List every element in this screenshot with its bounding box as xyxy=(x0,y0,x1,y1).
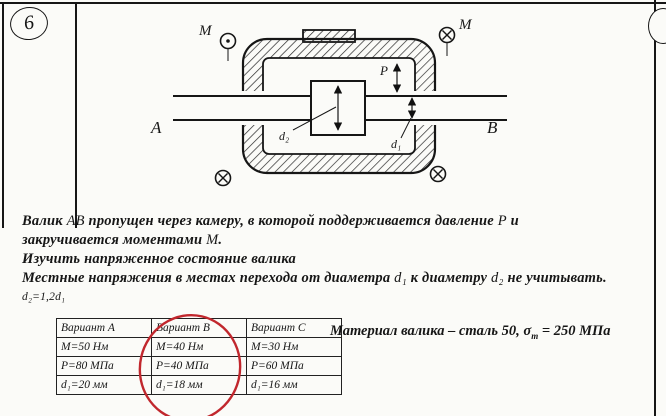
text-run: Валик xyxy=(22,213,67,229)
adjacent-sheet-arc xyxy=(648,8,666,44)
table-header-cell: Вариант А xyxy=(56,318,152,338)
table-cell: Р=60 МПа xyxy=(246,356,342,376)
table-cell: d₁=20 мм xyxy=(56,375,152,395)
table-cell: М=40 Нм xyxy=(151,337,247,357)
variants-table: Вариант А Вариант В Вариант С М=50 Нм М=… xyxy=(56,318,342,395)
column-divider-line xyxy=(75,2,77,228)
label-diameter-d1: d₁ xyxy=(391,137,401,151)
diagram-labels: А В М М Р d₂ d₁ xyxy=(150,17,498,151)
text-run: Материал валика – сталь 50, xyxy=(330,323,524,339)
table-cell: Р=80 МПа xyxy=(56,356,152,376)
problem-text-line-1: Валик АВ пропущен через камеру, в которо… xyxy=(22,213,662,230)
text-run: пропущен через камеру, в которой поддерж… xyxy=(84,213,498,229)
table-cell: Р=40 МПа xyxy=(151,356,247,376)
table-header-row: Вариант А Вариант В Вариант С xyxy=(56,318,342,338)
problem-text-line-2: закручивается моментами М. xyxy=(22,232,662,249)
moment-into-plane-icon xyxy=(214,169,232,187)
math-run: d₂ xyxy=(490,270,504,286)
sheet-number: 6 xyxy=(22,11,36,35)
shaft-chamber-diagram: А В М М Р d₂ d₁ xyxy=(150,17,507,187)
table-cell: d₁=18 мм xyxy=(151,375,247,395)
text-run: к диаметру xyxy=(406,270,491,286)
table-row: d₁=20 мм d₁=18 мм d₁=16 мм xyxy=(56,375,342,395)
table-header-cell: Вариант С xyxy=(246,318,342,338)
label-pressure: Р xyxy=(379,63,388,78)
math-run: М xyxy=(206,232,219,248)
text-run: и xyxy=(506,213,519,229)
label-moment-right: М xyxy=(458,17,473,33)
math-run: АВ xyxy=(66,213,85,229)
problem-text-line-3: Изучить напряженное состояние валика xyxy=(22,251,662,268)
moment-out-of-plane-icon xyxy=(219,32,237,61)
text-run: Изучить напряженное состояние валика xyxy=(22,251,296,267)
label-shaft-end-b: В xyxy=(487,118,498,137)
text-run: Местные напряжения в местах перехода от … xyxy=(22,270,395,286)
label-diameter-d2: d₂ xyxy=(279,129,289,143)
math-run: d₁ xyxy=(394,270,407,286)
sigma-symbol: σ xyxy=(523,323,532,339)
right-border-line xyxy=(654,0,656,416)
text-run: = 250 МПа xyxy=(538,323,611,339)
label-shaft-end-a: А xyxy=(150,118,162,137)
table-cell: М=30 Нм xyxy=(246,337,342,357)
table-header-cell: Вариант В xyxy=(151,318,247,338)
math-run: Р xyxy=(497,213,507,229)
sigma-subscript: т xyxy=(531,330,539,341)
left-border-line xyxy=(2,2,4,228)
label-moment-left: М xyxy=(198,23,213,39)
material-note: Материал валика – сталь 50, σт = 250 МПа xyxy=(330,323,611,341)
moment-into-plane-icon xyxy=(429,165,447,183)
problem-text-line-4: Местные напряжения в местах перехода от … xyxy=(22,270,662,287)
text-run: закручивается моментами xyxy=(22,232,207,248)
table-cell: d₁=16 мм xyxy=(246,375,342,395)
dimension-arrows xyxy=(292,63,417,139)
moment-into-plane-icon xyxy=(438,26,456,56)
text-run: . xyxy=(218,232,223,248)
math-run: d₂=1,2d₁ xyxy=(22,291,66,303)
table-row: Р=80 МПа Р=40 МПа Р=60 МПа xyxy=(56,356,342,376)
text-run: не учитывать. xyxy=(503,270,607,286)
shaft xyxy=(173,80,507,136)
sheet-number-badge: 6 xyxy=(7,4,51,43)
top-border-line xyxy=(0,2,666,4)
table-cell: М=50 Нм xyxy=(56,337,152,357)
moment-symbols xyxy=(214,26,456,187)
problem-text-line-5: d₂=1,2d₁ xyxy=(22,291,662,303)
table-row: М=50 Нм М=40 Нм М=30 Нм xyxy=(56,337,342,357)
